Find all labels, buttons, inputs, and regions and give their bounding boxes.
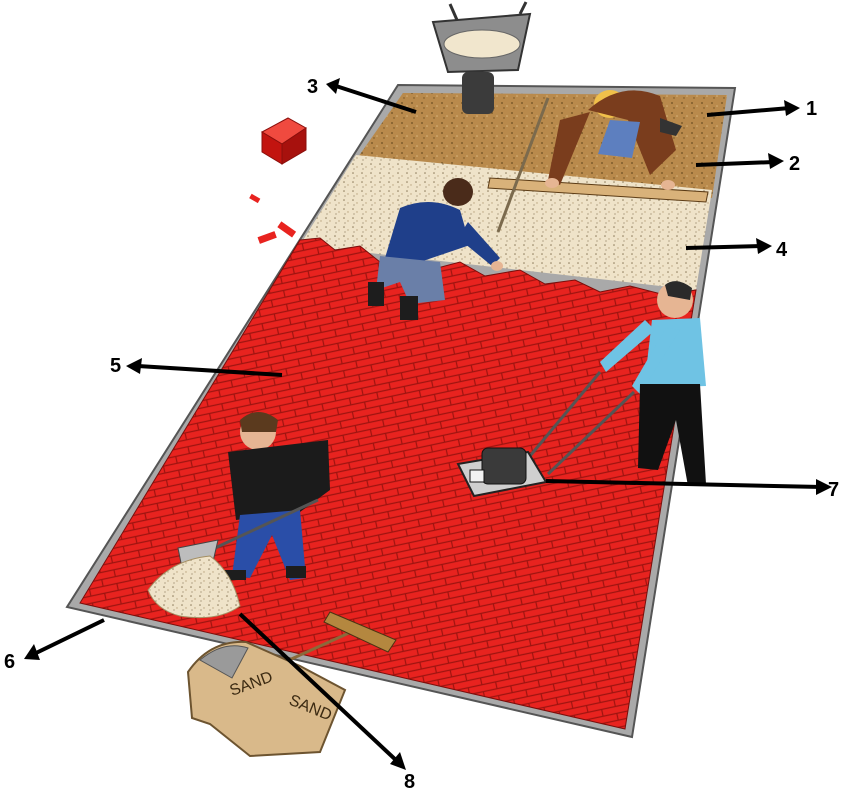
joint-sand-pile	[147, 555, 241, 619]
callout-label-8: 8	[404, 771, 415, 793]
wheelbarrow	[431, 1, 532, 114]
callout-label-5: 5	[110, 355, 121, 377]
callout-arrowhead-4	[756, 238, 772, 254]
callout-arrow-1	[706, 106, 791, 117]
callout-arrowhead-2	[768, 153, 784, 169]
sand-bags: SAND SAND	[186, 640, 347, 758]
screed-board	[487, 177, 709, 203]
callout-arrow-5	[137, 364, 283, 377]
callout-arrow-2	[695, 160, 775, 167]
worker-screeding	[545, 90, 682, 190]
callout-arrowhead-3	[326, 78, 340, 94]
plate-compactor	[456, 447, 548, 498]
worker-plate-compactor	[518, 281, 706, 486]
callout-label-3: 3	[307, 76, 318, 98]
callout-arrow-6	[33, 618, 105, 656]
callout-label-7: 7	[828, 479, 839, 501]
callout-arrowhead-7	[816, 479, 832, 495]
callout-label-4: 4	[776, 239, 788, 261]
callout-arrow-4	[685, 244, 763, 250]
paver-stack	[249, 117, 307, 244]
callout-label-1: 1	[806, 98, 817, 120]
callout-arrowhead-8	[390, 752, 406, 770]
callout-arrowhead-1	[784, 100, 800, 116]
callout-arrow-7	[545, 479, 823, 489]
callout-label-6: 6	[4, 651, 15, 673]
callout-arrow-8	[238, 612, 400, 764]
screed-rail	[496, 97, 550, 233]
callout-label-2: 2	[789, 153, 800, 175]
worker-laying-pavers	[368, 178, 503, 320]
callout-arrow-3	[335, 84, 417, 114]
callout-arrowhead-6	[24, 644, 40, 660]
callout-arrowhead-5	[126, 358, 142, 374]
